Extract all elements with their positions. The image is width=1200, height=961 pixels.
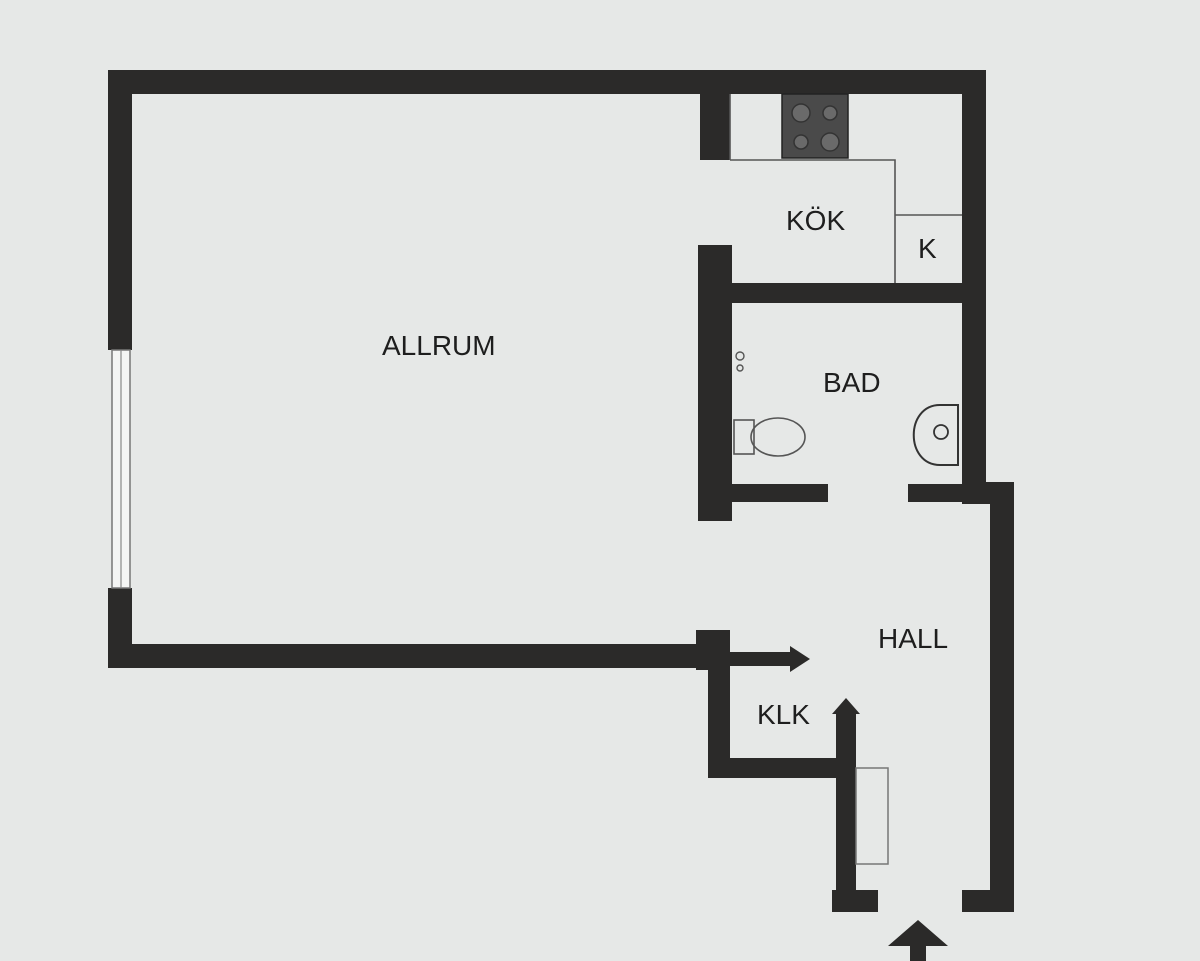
wall-kitchen-stub [700,82,730,160]
room-label-bad: BAD [823,367,881,398]
wall-bath-south-right [908,484,970,502]
wall-right-upper [962,70,986,490]
wall-entry-right [962,890,1014,912]
interior-walls [696,82,970,912]
room-label-kok: KÖK [786,205,845,236]
hall-shelf [855,767,889,865]
wall-bottom-allrum [108,644,728,668]
exterior-walls [108,70,1014,912]
wall-closet-west [708,650,730,778]
shower-tap-icon [735,351,745,372]
wall-bath-west [698,245,732,521]
wall-closet-south [708,758,856,778]
room-label-hall: HALL [878,623,948,654]
wall-left-upper [108,70,132,350]
wall-right-hall [990,482,1014,912]
wall-top [108,70,986,94]
entrance-arrow-icon [888,920,948,961]
closet-door-arrow-2 [832,698,860,714]
bath-fixtures [733,351,959,466]
stove-icon [781,93,849,159]
wall-kitchen-bath [730,283,970,303]
kitchen-fixtures [729,93,962,283]
room-label-klk: KLK [757,699,810,730]
room-label-allrum: ALLRUM [382,330,496,361]
wall-closet-north [730,652,792,666]
wall-hall-west [836,712,856,912]
window [111,349,131,589]
room-label-k: K [918,233,937,264]
wall-bath-south-left [730,484,828,502]
toilet-icon [733,417,806,457]
sink-icon [912,404,959,466]
closet-door-arrow [790,646,810,672]
